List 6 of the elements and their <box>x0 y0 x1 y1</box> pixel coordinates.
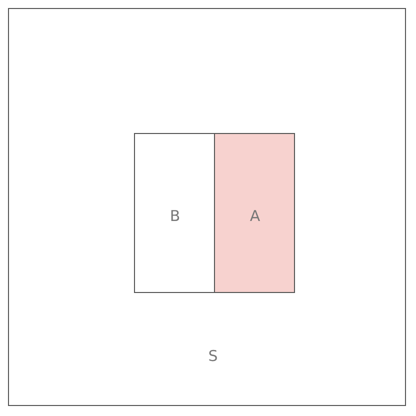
set-region <box>134 133 215 293</box>
shaded-set-region <box>214 133 295 293</box>
universal-set-box <box>8 8 406 406</box>
set-label: B <box>170 207 180 225</box>
set-label: A <box>250 207 260 225</box>
set-label: S <box>208 347 218 365</box>
